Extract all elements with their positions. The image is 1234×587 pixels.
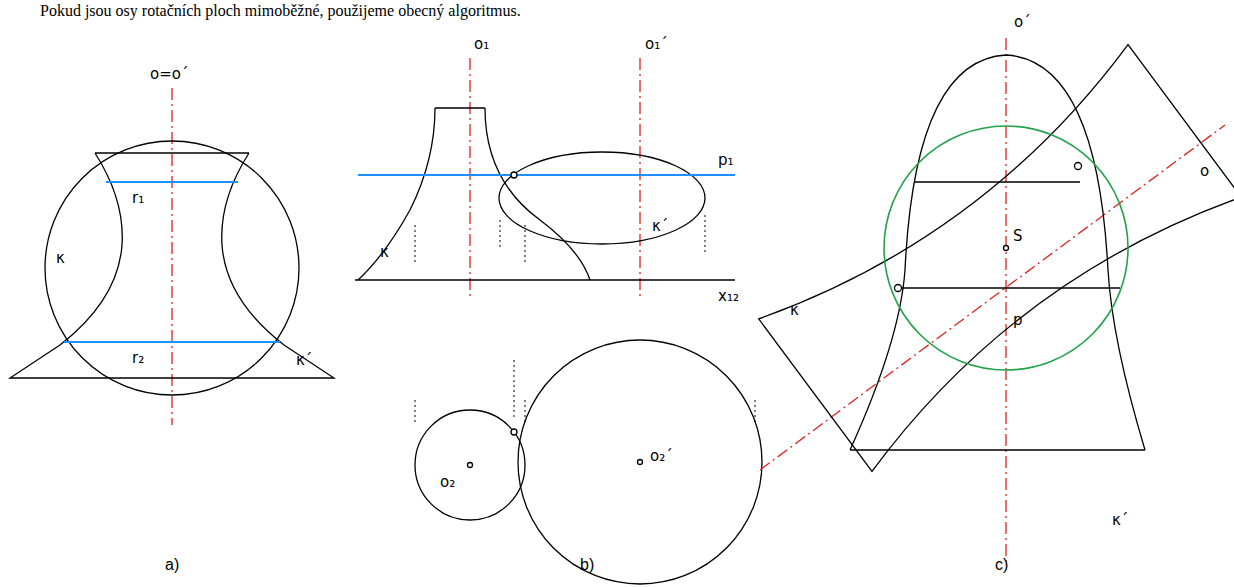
circle-outline xyxy=(415,410,525,520)
point-label: S xyxy=(1013,228,1023,245)
axis xyxy=(760,125,1225,470)
axis-label: o´ xyxy=(1014,14,1031,31)
surface-label: κ´ xyxy=(652,218,668,235)
point xyxy=(511,429,517,435)
plane-trace xyxy=(358,174,735,176)
point xyxy=(468,463,473,468)
circle-outline xyxy=(518,340,762,584)
projection-line xyxy=(415,225,416,262)
surface-outline xyxy=(10,153,334,378)
surface-outline xyxy=(358,108,590,280)
surface-label: κ xyxy=(790,302,799,319)
surface-outline xyxy=(850,55,1145,450)
point-label: o₂´ xyxy=(650,448,673,465)
parallel-circle xyxy=(106,181,238,183)
point xyxy=(895,285,902,292)
sphere-outline xyxy=(884,126,1128,370)
projection-line xyxy=(415,400,416,425)
panel-caption: a) xyxy=(165,556,179,574)
axis-label: o xyxy=(1200,163,1209,180)
circle-label: r₂ xyxy=(132,350,144,367)
circle-label: r₁ xyxy=(132,190,144,207)
projection-line xyxy=(525,225,526,262)
axis-label: o₁´ xyxy=(645,36,668,53)
surface-label: κ xyxy=(380,244,389,261)
point xyxy=(638,460,643,465)
axis xyxy=(171,88,172,425)
axis xyxy=(1005,38,1006,565)
heading-sentence: Pokud jsou osy rotačních ploch mimoběžné… xyxy=(40,2,521,20)
surface-label: κ´ xyxy=(296,352,312,369)
panel-caption: b) xyxy=(580,556,594,574)
projection-line xyxy=(500,220,501,248)
axis-label: o=o´ xyxy=(150,66,188,83)
point xyxy=(1075,163,1082,170)
surface-label: κ´ xyxy=(1112,512,1128,529)
projection-line xyxy=(514,360,515,420)
point-label: o₂ xyxy=(440,474,455,491)
parallel-circle xyxy=(898,287,1120,288)
circle-label: p xyxy=(1013,312,1023,329)
point xyxy=(1004,246,1009,251)
panel-caption: c) xyxy=(995,556,1008,574)
parallel-circle xyxy=(915,181,1080,182)
surface-label: κ xyxy=(56,250,65,267)
sphere-outline xyxy=(45,141,299,395)
ellipse-outline xyxy=(499,152,705,244)
parallel-circle xyxy=(64,341,280,343)
plane-label: p₁ xyxy=(718,152,734,169)
axis xyxy=(469,58,470,300)
surface-outline xyxy=(759,45,1234,472)
ground-line xyxy=(355,279,735,280)
axis-label: x₁₂ xyxy=(718,288,739,305)
axis xyxy=(639,58,640,300)
point xyxy=(511,172,517,178)
projection-line xyxy=(705,215,706,255)
axis-label: o₁ xyxy=(474,36,489,53)
